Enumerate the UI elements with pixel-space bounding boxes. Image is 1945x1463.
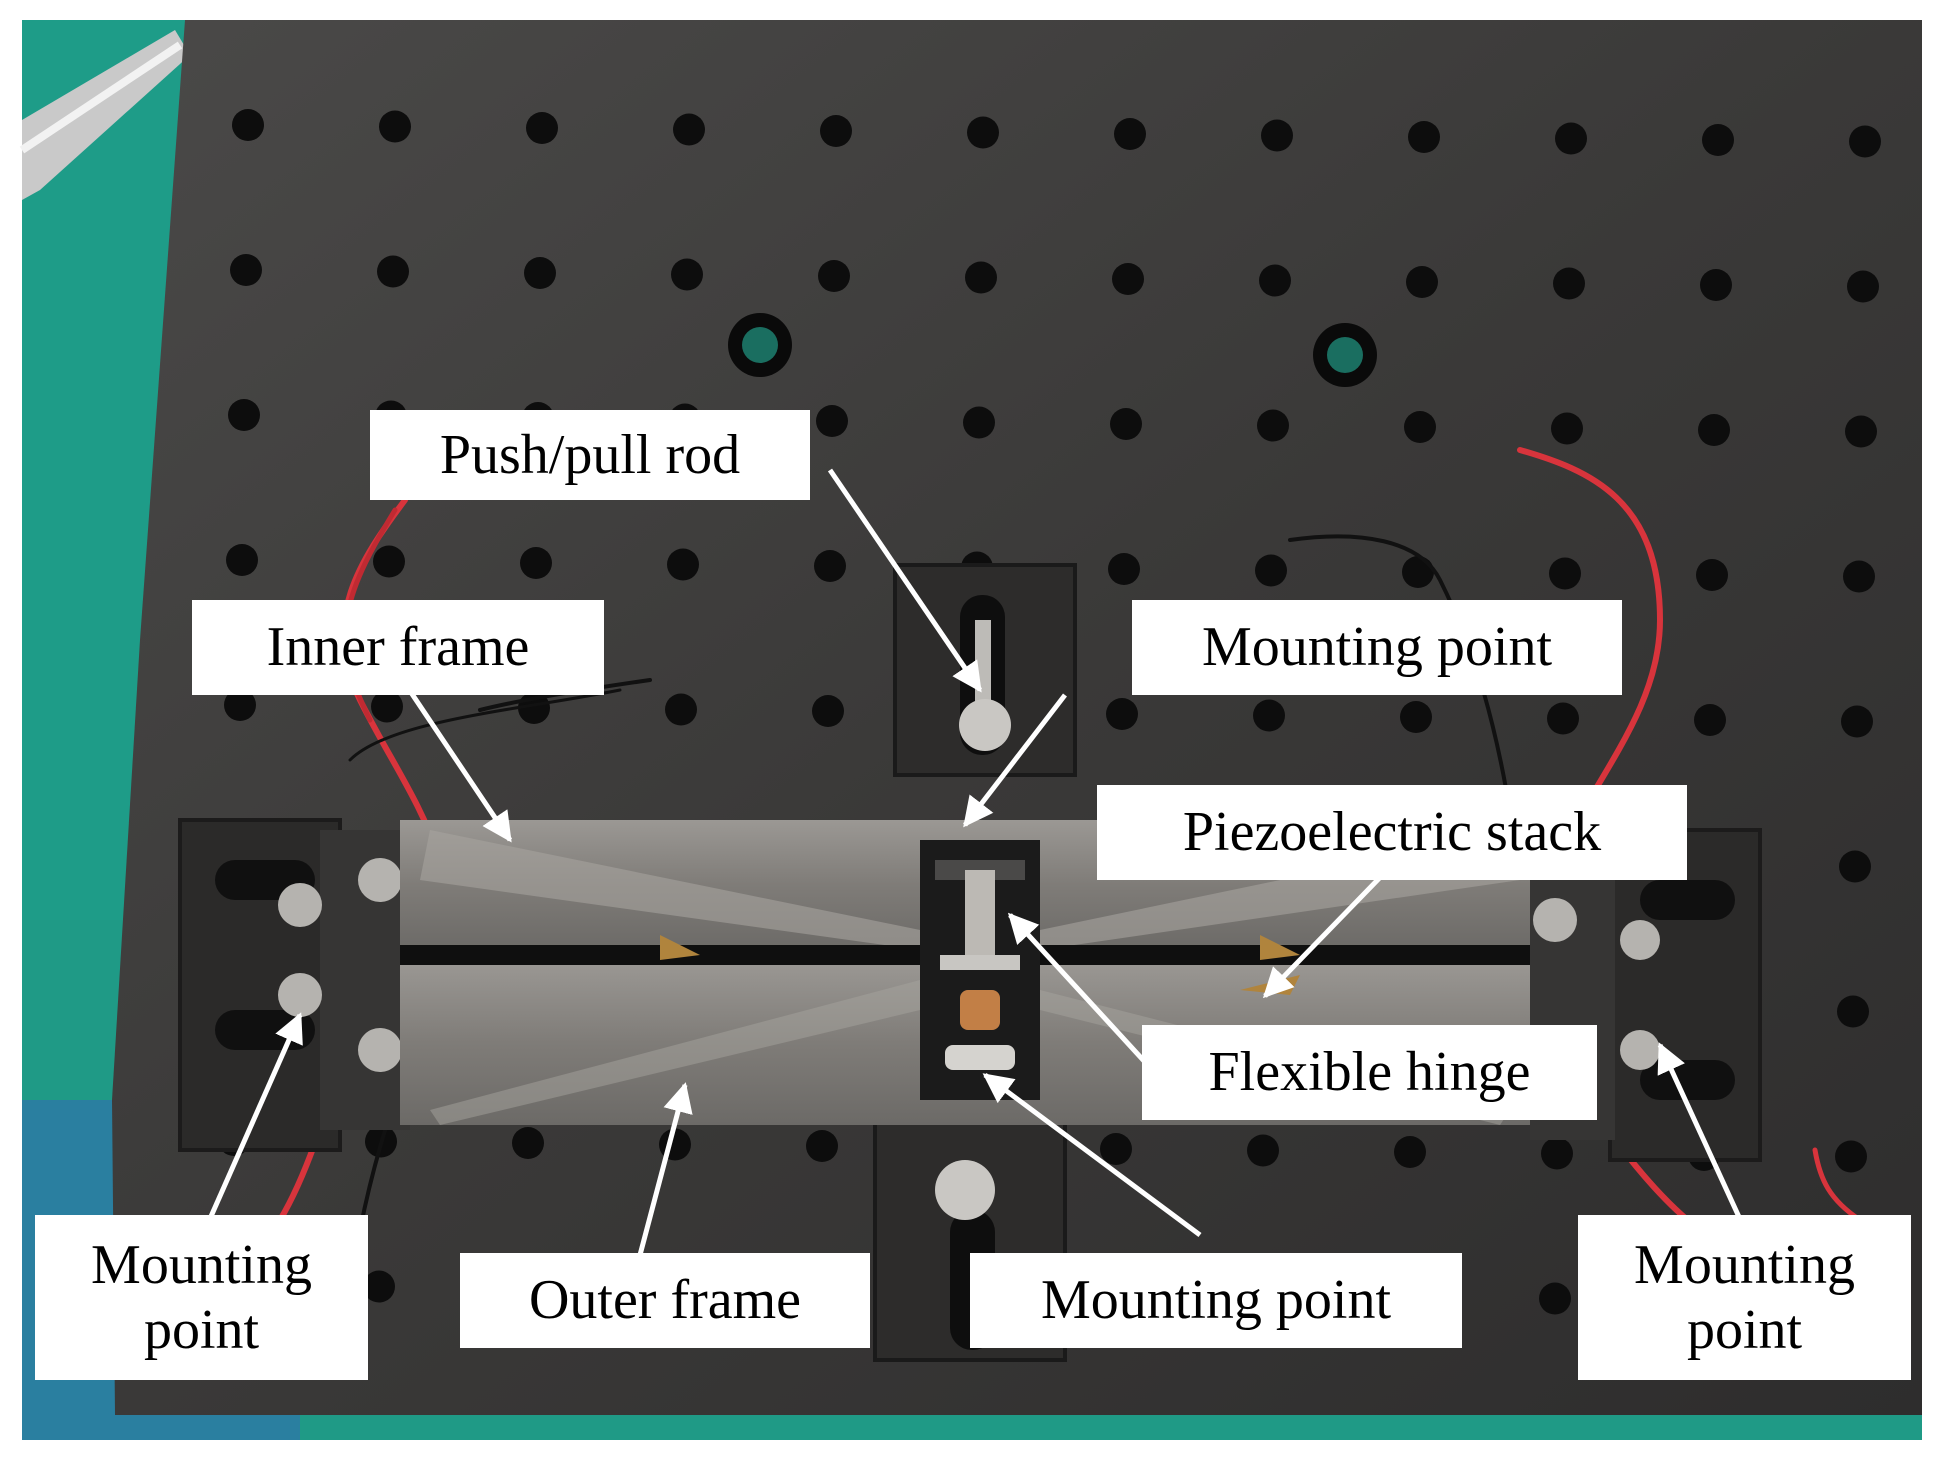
breadboard-hole — [373, 545, 405, 578]
breadboard-hole — [524, 257, 556, 289]
breadboard-hole — [1553, 267, 1585, 300]
breadboard-hole — [1402, 556, 1434, 588]
breadboard-hole — [963, 406, 995, 439]
breadboard-hole — [226, 544, 258, 576]
breadboard-hole — [1698, 414, 1730, 446]
breadboard-hole — [1253, 699, 1285, 732]
breadboard-hole — [667, 548, 699, 581]
breadboard-hole — [820, 115, 852, 147]
breadboard-hole — [965, 261, 997, 294]
breadboard-hole — [1541, 1137, 1573, 1170]
callout-arrows — [202, 468, 1748, 1256]
breadboard-hole — [1551, 412, 1583, 445]
breadboard-hole — [1841, 705, 1873, 738]
breadboard-hole — [1555, 122, 1587, 155]
breadboard-hole — [377, 255, 409, 288]
breadboard-hole — [673, 113, 705, 146]
breadboard-hole — [1696, 559, 1728, 591]
breadboard-hole — [1257, 409, 1289, 442]
top-mount-block — [893, 563, 1077, 777]
label-piezoelectric-stack-text: Piezoelectric stack — [1182, 801, 1602, 864]
breadboard-hole — [818, 260, 850, 292]
breadboard-hole — [806, 1130, 838, 1162]
label-mounting-point-bottom-center-text: Mounting point — [1040, 1269, 1392, 1332]
label-flexible-hinge-text: Flexible hinge — [1208, 1041, 1531, 1104]
label-mounting-point-top-right-text: Mounting point — [1201, 616, 1553, 679]
breadboard-hole — [1255, 554, 1287, 587]
label-push-pull-rod: Push/pull rod — [370, 410, 810, 500]
breadboard-hole — [816, 405, 848, 437]
breadboard-hole — [230, 254, 262, 286]
breadboard-hole — [1847, 270, 1879, 303]
breadboard-hole — [1539, 1282, 1571, 1315]
breadboard-hole — [812, 695, 844, 727]
breadboard-hole — [526, 112, 558, 144]
label-mounting-point-top-right: Mounting point — [1132, 600, 1622, 695]
breadboard-hole — [1247, 1134, 1279, 1167]
breadboard-hole — [1549, 557, 1581, 590]
breadboard-hole — [1100, 1133, 1132, 1165]
label-push-pull-rod-text: Push/pull rod — [439, 423, 741, 486]
breadboard-hole — [1108, 553, 1140, 585]
breadboard-hole — [1110, 408, 1142, 440]
breadboard-hole — [665, 693, 697, 726]
label-outer-frame-text: Outer frame — [528, 1269, 802, 1332]
label-flexible-hinge: Flexible hinge — [1142, 1025, 1597, 1120]
breadboard-hole — [1394, 1136, 1426, 1168]
breadboard-hole — [814, 550, 846, 582]
breadboard-hole — [520, 547, 552, 579]
left-end-block — [178, 818, 410, 1152]
breadboard-hole — [224, 689, 256, 721]
breadboard-hole — [232, 109, 264, 141]
breadboard-hole — [1700, 269, 1732, 301]
breadboard-hole — [671, 258, 703, 291]
breadboard-hole — [1839, 850, 1871, 883]
label-piezoelectric-stack: Piezoelectric stack — [1097, 785, 1687, 880]
breadboard-hole — [1849, 125, 1881, 158]
breadboard-hole — [1259, 264, 1291, 297]
label-mounting-point-right-line1: Mounting — [1634, 1234, 1855, 1297]
breadboard-hole — [1261, 119, 1293, 152]
breadboard-hole — [1837, 995, 1869, 1028]
label-mounting-point-left-line2: point — [143, 1298, 260, 1361]
breadboard-hole — [1843, 560, 1875, 593]
breadboard-hole — [512, 1127, 544, 1159]
breadboard-hole — [371, 690, 403, 723]
breadboard-hole — [1404, 411, 1436, 443]
label-mounting-point-left: Mounting point — [35, 1215, 368, 1380]
label-outer-frame: Outer frame — [460, 1253, 870, 1348]
breadboard-hole — [228, 399, 260, 431]
label-mounting-point-right: Mounting point — [1578, 1215, 1911, 1380]
label-mounting-point-right-line2: point — [1686, 1298, 1803, 1361]
breadboard-hole — [1406, 266, 1438, 298]
breadboard-hole — [1694, 704, 1726, 736]
breadboard-hole — [363, 1270, 395, 1303]
breadboard-hole — [1114, 118, 1146, 150]
breadboard-hole — [1547, 702, 1579, 735]
label-inner-frame: Inner frame — [192, 600, 604, 695]
label-inner-frame-text: Inner frame — [266, 616, 530, 679]
label-mounting-point-left-line1: Mounting — [91, 1234, 312, 1297]
breadboard-hole — [967, 116, 999, 149]
breadboard-hole — [1845, 415, 1877, 448]
breadboard-hole — [1112, 263, 1144, 295]
large-holes — [728, 313, 1377, 387]
breadboard-hole — [1408, 121, 1440, 153]
breadboard-hole — [1702, 124, 1734, 156]
breadboard-hole — [1400, 701, 1432, 733]
breadboard-hole — [1106, 698, 1138, 730]
breadboard-hole — [1835, 1140, 1867, 1173]
label-mounting-point-bottom-center: Mounting point — [970, 1253, 1462, 1348]
breadboard-hole — [379, 110, 411, 143]
right-end-block — [1523, 828, 1762, 1162]
